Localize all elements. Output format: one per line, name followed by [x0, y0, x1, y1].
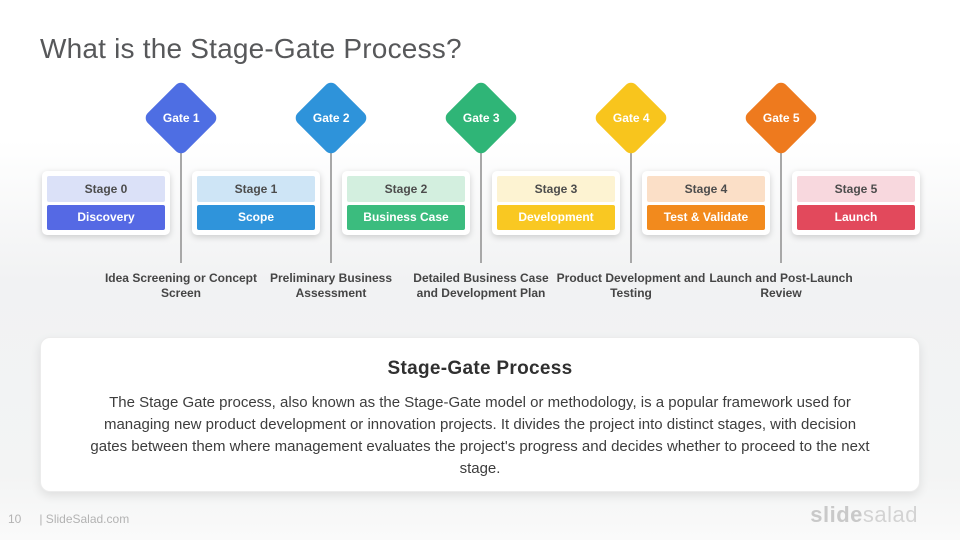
gate-2-description: Preliminary Business Assessment	[269, 271, 393, 300]
stage-2-name: Business Case	[347, 204, 465, 230]
stage-2-card: Stage 2 Business Case	[342, 171, 470, 235]
gate-5-connector-line	[780, 118, 782, 263]
stage-1-card: Stage 1 Scope	[192, 171, 320, 235]
stage-5-card: Stage 5 Launch	[792, 171, 920, 235]
gate-4-connector-line	[630, 118, 632, 263]
stage-5-name: Launch	[797, 204, 915, 230]
gate-5-diamond: Gate 5	[742, 79, 820, 157]
gate-2-connector-line	[330, 118, 332, 263]
gate-4-diamond: Gate 4	[592, 79, 670, 157]
stage-0-name: Discovery	[47, 204, 165, 230]
gate-3-label: Gate 3	[462, 111, 500, 125]
stage-1-name: Scope	[197, 204, 315, 230]
stage-5-header: Stage 5	[797, 176, 915, 202]
page-title: What is the Stage-Gate Process?	[40, 33, 462, 64]
stage-0-header: Stage 0	[47, 176, 165, 202]
slidesalad-logo: slidesalad	[810, 502, 918, 528]
stage-3-name: Development	[497, 204, 615, 230]
gate-1-label: Gate 1	[162, 111, 200, 125]
stage-2-header: Stage 2	[347, 176, 465, 202]
footer: 10 | SlideSalad.com	[8, 512, 129, 526]
gate-3-description: Detailed Business Case and Development P…	[413, 271, 549, 300]
summary-heading: Stage-Gate Process	[387, 358, 573, 379]
gate-2-label: Gate 2	[312, 111, 350, 125]
gate-4-label: Gate 4	[612, 111, 650, 125]
stage-4-card: Stage 4 Test & Validate	[642, 171, 770, 235]
stage-0-card: Stage 0 Discovery	[42, 171, 170, 235]
footer-site-text: | SlideSalad.com	[39, 512, 130, 526]
stage-4-header: Stage 4	[647, 176, 765, 202]
gate-3-diamond: Gate 3	[442, 79, 520, 157]
gate-3-connector-line	[480, 118, 482, 263]
gate-5-description: Launch and Post-Launch Review	[709, 271, 853, 300]
stage-1-header: Stage 1	[197, 176, 315, 202]
summary-box: Stage-Gate Process The Stage Gate proces…	[40, 337, 920, 492]
page-number: 10	[8, 512, 22, 526]
stage-3-card: Stage 3 Development	[492, 171, 620, 235]
gate-2-diamond: Gate 2	[292, 79, 370, 157]
gate-1-connector-line	[180, 118, 182, 263]
gate-1-description: Idea Screening or Concept Screen	[104, 271, 258, 300]
logo-text-bold: slide	[810, 502, 863, 527]
stage-3-header: Stage 3	[497, 176, 615, 202]
gate-4-description: Product Development and Testing	[556, 271, 706, 300]
gate-5-label: Gate 5	[762, 111, 800, 125]
summary-body-text: The Stage Gate process, also known as th…	[90, 394, 870, 477]
stage-4-name: Test & Validate	[647, 204, 765, 230]
gate-1-diamond: Gate 1	[142, 79, 220, 157]
logo-text-light: salad	[862, 502, 918, 527]
